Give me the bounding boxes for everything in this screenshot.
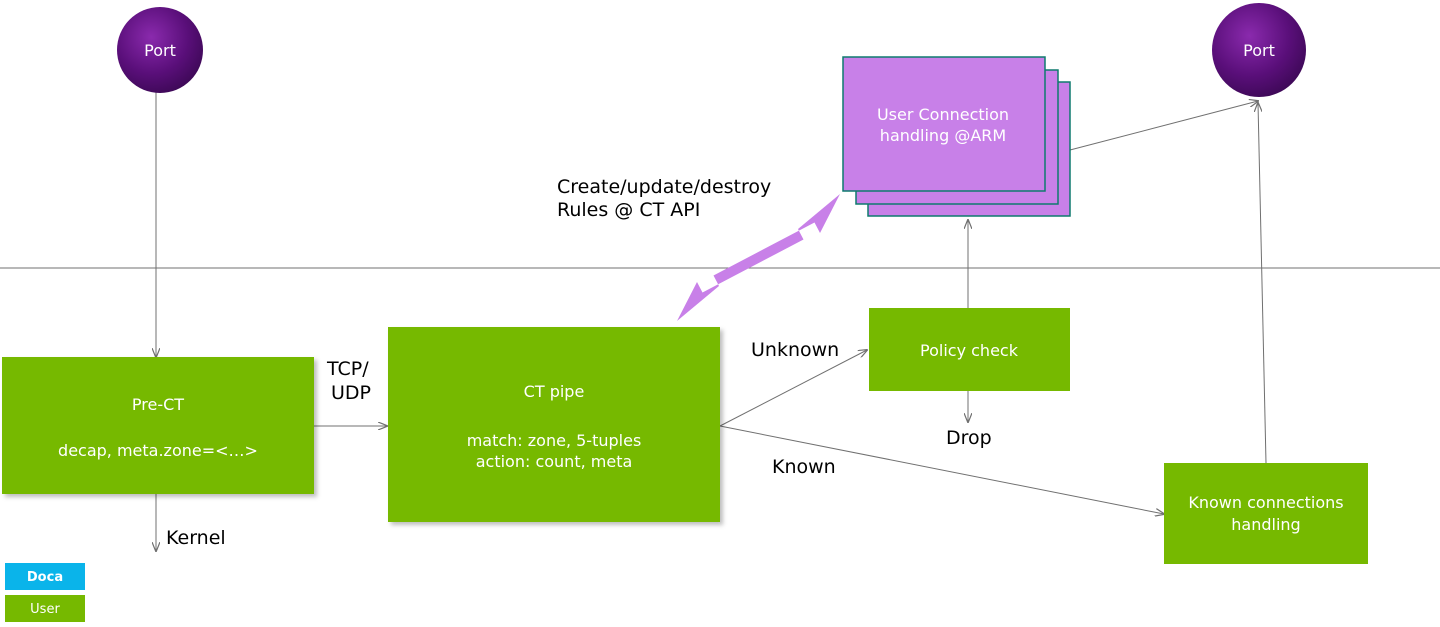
connectors xyxy=(156,92,1267,551)
tcp-label: TCP/ xyxy=(326,358,369,380)
port-right-label: Port xyxy=(1243,41,1275,60)
kernel-label: Kernel xyxy=(166,527,226,549)
port-left-label: Port xyxy=(144,41,176,60)
ct-pipe-action: action: count, meta xyxy=(476,452,633,471)
legend-user-swatch xyxy=(5,595,85,622)
port-right-circle xyxy=(1212,3,1306,97)
ct-api-label-line2: Rules @ CT API xyxy=(557,199,700,221)
policy-check-box xyxy=(869,308,1070,391)
ct-pipe-to-policy-arrow xyxy=(719,350,867,427)
user-connection-card-front xyxy=(842,56,1046,192)
ct-pipe-box xyxy=(388,327,720,522)
known-connections-node: Known connections handling xyxy=(1164,463,1368,564)
port-right-node: Port xyxy=(1212,3,1306,97)
policy-check-label: Policy check xyxy=(920,341,1019,360)
udp-label: UDP xyxy=(331,382,371,404)
known-connections-box xyxy=(1164,463,1368,564)
legend: Doca User xyxy=(5,563,85,622)
ct-pipe-node: CT pipe match: zone, 5-tuples action: co… xyxy=(388,327,720,522)
user-connection-stack: User Connection handling @ARM xyxy=(842,56,1071,217)
ct-pipe-match: match: zone, 5-tuples xyxy=(467,431,642,450)
ct-api-double-arrow xyxy=(677,194,840,321)
drop-label: Drop xyxy=(946,427,992,449)
ct-pipe-title: CT pipe xyxy=(524,382,585,401)
known-label: Known xyxy=(772,456,836,478)
unknown-label: Unknown xyxy=(751,339,839,361)
legend-doca-label: Doca xyxy=(27,570,63,585)
pre-ct-subtitle: decap, meta.zone=<…> xyxy=(58,441,258,460)
pre-ct-box xyxy=(2,357,314,494)
ct-pipe-to-known-arrow xyxy=(719,425,1164,514)
policy-check-node: Policy check xyxy=(869,308,1070,391)
pre-ct-node: Pre-CT decap, meta.zone=<…> xyxy=(2,357,314,494)
user-to-port-right-arrow xyxy=(1069,101,1258,151)
known-connections-line1: Known connections xyxy=(1188,493,1343,512)
port-left-node: Port xyxy=(117,7,203,93)
known-to-port-right-arrow xyxy=(1258,103,1267,464)
port-left-circle xyxy=(117,7,203,93)
legend-doca-swatch xyxy=(5,563,85,590)
user-connection-line2: handling @ARM xyxy=(880,126,1006,145)
user-connection-line1: User Connection xyxy=(877,105,1009,124)
ct-api-label-line1: Create/update/destroy xyxy=(557,176,771,198)
pre-ct-title: Pre-CT xyxy=(132,395,184,414)
known-connections-line2: handling xyxy=(1231,515,1300,534)
legend-user-label: User xyxy=(30,602,60,617)
